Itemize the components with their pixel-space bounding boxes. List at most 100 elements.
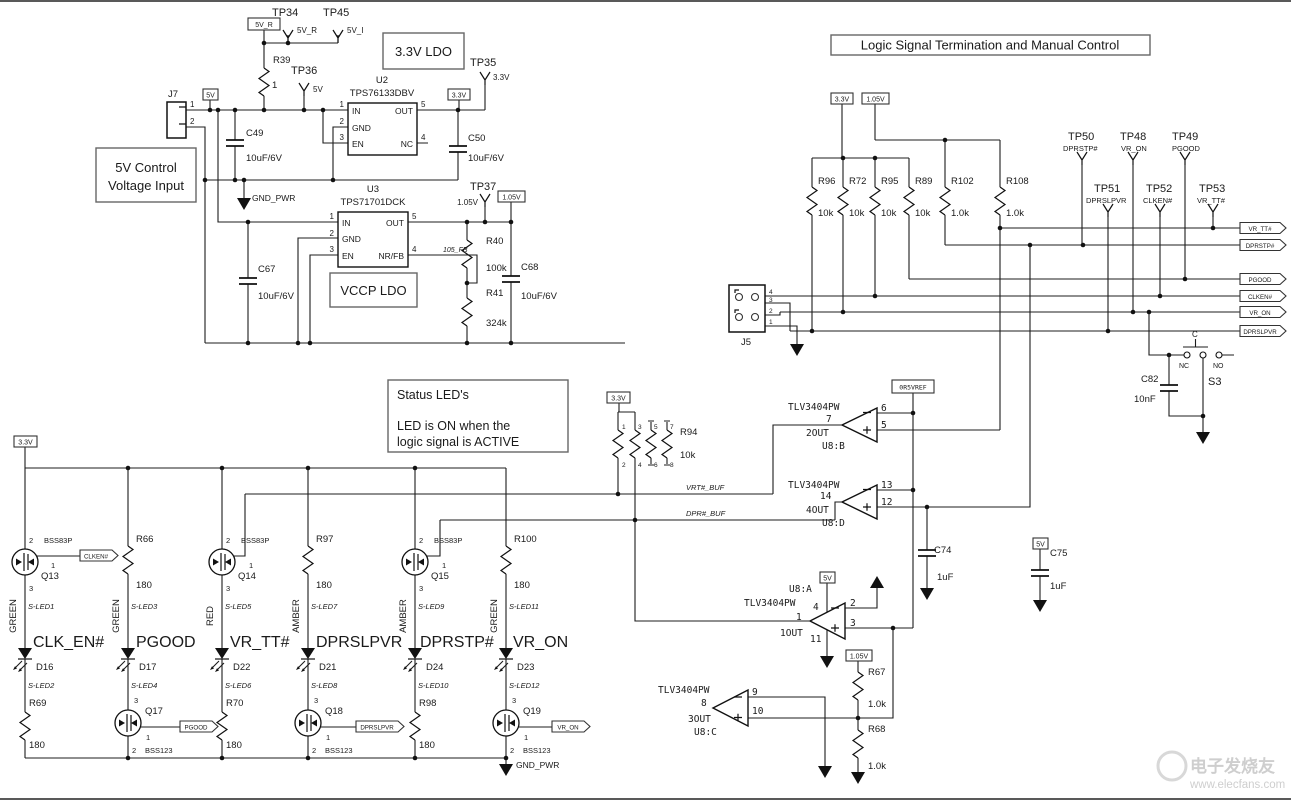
q13-pg: 1 [51,561,55,570]
resistor-R67 [852,671,864,701]
u8a-pminus: 2 [850,598,856,609]
u8a-pout: 1 [796,612,802,623]
q19-ps: 2 [510,746,514,755]
note-status-2: logic signal is ACTIVE [397,435,519,449]
tp50-ref: TP50 [1068,131,1094,143]
tp36-net: 5V [313,85,323,94]
flag-dprslpvr-q18: DPRSLPVR [360,725,394,732]
ground-c75 [1033,600,1047,612]
u8d-pplus: 12 [881,497,892,508]
u8a-part: TLV3404PW [744,598,796,609]
tp48-ref: TP48 [1120,131,1146,143]
led-column-pgood: R66 180 GREEN S-LED3 PGOOD D17 S-LED4 3 … [111,534,196,755]
u3-n1: 1 [330,212,335,221]
u2-n3: 3 [340,133,345,142]
u8b-ref: U8:B [822,441,845,452]
title-box-logic [830,34,1151,56]
resistor-R102 [939,186,951,216]
c50-ref: C50 [468,133,485,144]
resistor-R68 [852,729,864,759]
resistor-R89 [903,186,915,216]
u8a-pgnd: 11 [810,634,822,645]
u2-part: TPS76133DBV [350,88,415,99]
testpoint-TP52-icon [1154,203,1166,218]
col3-d: D22 [233,662,250,673]
opamp-U8D-body [840,483,878,521]
testpoint-TP51-icon [1102,203,1114,218]
capacitor-C75 [1030,569,1050,577]
q14-ps: 3 [226,584,230,593]
led-column-vrtt: 2 BSS83P 1 Q14 3 RED S-LED5 VR_TT# D22 S… [205,536,290,751]
title-5vinput-1: 5V Control [115,160,177,175]
switch-S3 [1183,351,1223,359]
r94-p3: 3 [638,424,642,431]
col1-sled-b: S-LED2 [28,681,55,690]
r108-val: 1.0k [1006,208,1024,219]
flag-pgood: PGOOD [1248,277,1272,284]
led-column-clk-en: 2 BSS83P 1 Q13 3 GREEN S-LED1 CLK_EN# D1… [8,536,104,751]
q18-pd: 3 [314,696,318,705]
r102-val: 1.0k [951,208,969,219]
col6-name: VR_ON [513,634,568,651]
net-box-3v3-b: 3.3V [835,97,850,104]
tp51-net: DPRSLPVR [1086,196,1127,205]
testpoint-TP50-icon [1076,151,1088,166]
ground-gnd-pwr [237,198,251,210]
resistor-R108 [994,186,1006,216]
r72-ref: R72 [849,176,866,187]
capacitor-C82 [1159,384,1179,392]
opamps [711,406,878,728]
q18-pg: 1 [326,733,330,742]
c67-val: 10uF/6V [258,291,295,302]
logic-text: R96 10k R72 10k R95 10k R89 10k R102 1.0… [741,131,1226,405]
col5-name: DPRSTP# [420,634,494,651]
net-box-0r5vref: 0R5VREF [899,384,926,392]
watermark-brand: 电子发烧友 [1190,756,1275,776]
tp45-net: 5V_I [347,26,363,35]
col4-sled-a: S-LED7 [311,602,338,611]
q17-part: BSS123 [145,746,173,755]
r40-val: 100k [486,263,507,274]
ground-c74 [920,588,934,600]
col6-sled-a: S-LED11 [509,602,539,611]
c82-val: 10nF [1134,394,1156,405]
resistor-R97 [302,545,314,575]
col6-color: GREEN [489,599,500,633]
col1-color: GREEN [8,599,19,633]
u2-n5: 5 [421,100,426,109]
col4-sled-b: S-LED8 [311,681,338,690]
r94-p8: 8 [670,462,674,469]
col4-color: AMBER [291,599,302,633]
u8d-part: TLV3404PW [788,480,840,491]
col1-name: CLK_EN# [33,634,104,651]
u2-pin-nc: NC [401,139,413,149]
resistor-R94-b [629,429,641,459]
tp51-ref: TP51 [1094,183,1120,195]
tp34-net: 5V_R [297,26,317,35]
watermark: 电子发烧友 www.elecfans.com [1156,750,1285,791]
net-dpr-buf: DPR#_BUF [686,509,726,518]
flag-clken-q13: CLKEN# [84,554,109,561]
testpoint-TP36-icon [298,82,310,97]
col2-sled-a: S-LED3 [131,602,158,611]
connector-J5-pins [734,289,760,322]
title-box-status [387,379,569,453]
testpoint-TP53-icon [1207,203,1219,218]
mosfet-Q15 [401,548,429,576]
u2-pin-en: EN [352,139,364,149]
ground-j5 [790,344,804,356]
col2-name: PGOOD [136,634,196,651]
flag-clken: CLKEN# [1248,294,1273,301]
testpoint-TP37-icon [479,193,491,208]
connector-J7-body [166,101,187,139]
resistor-R95 [869,186,881,216]
j7-ref: J7 [168,89,178,100]
r94-ref: R94 [680,427,697,438]
title-5vinput-2: Voltage Input [108,178,184,193]
net-box-3v3-a: 3.3V [452,93,467,100]
resistor-R40 [461,239,473,269]
junction-dots [125,40,1216,761]
r39-val: 1 [272,80,277,91]
j7-pin2: 2 [190,117,195,126]
